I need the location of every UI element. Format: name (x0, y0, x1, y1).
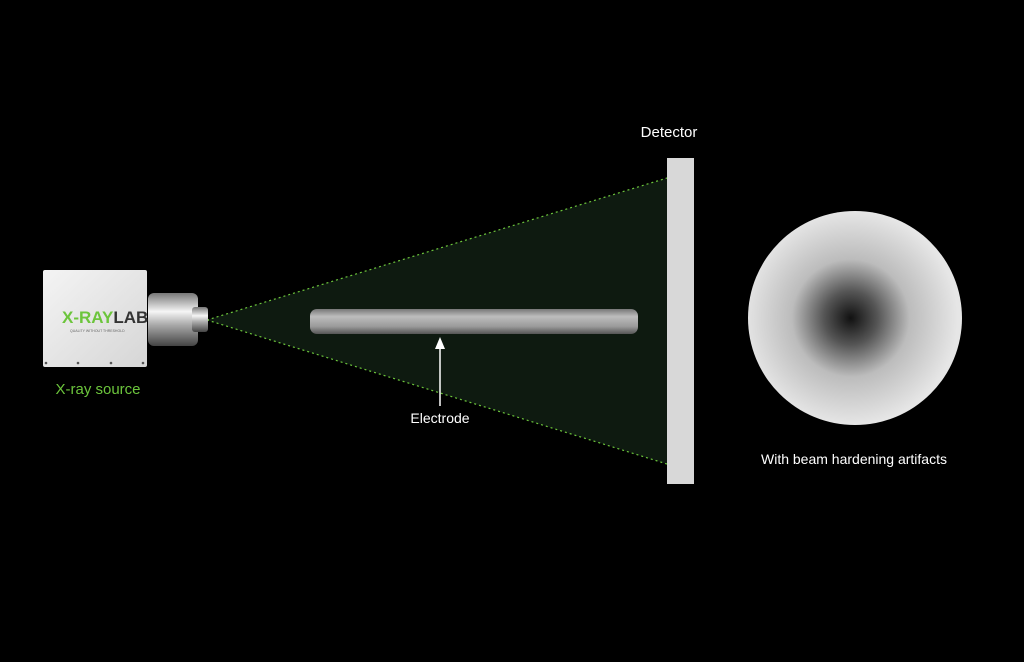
ct-reconstruction-image (748, 211, 962, 425)
electrode (310, 309, 638, 334)
detector-panel (667, 158, 694, 484)
beam-edge-top (206, 177, 668, 321)
electrode-label: Electrode (410, 410, 470, 426)
electrode-arrow (435, 337, 445, 406)
detector-label: Detector (640, 124, 698, 141)
xray-source: X-RAYLAB QUALITY WITHOUT THRESHOLD (43, 270, 208, 367)
beam-edge-bottom (206, 319, 668, 465)
svg-text:X-RAYLAB: X-RAYLAB (62, 308, 148, 327)
svg-text:QUALITY WITHOUT THRESHOLD: QUALITY WITHOUT THRESHOLD (70, 329, 125, 333)
xray-source-label: X-ray source (55, 381, 141, 398)
beam-hardening-caption: With beam hardening artifacts (761, 451, 947, 467)
